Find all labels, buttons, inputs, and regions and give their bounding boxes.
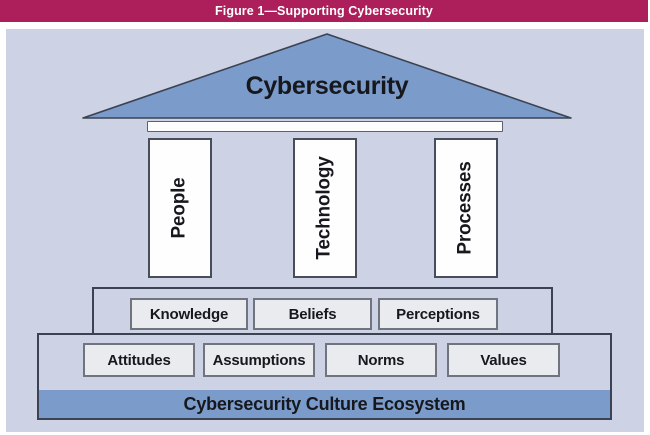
- pillar-technology-label: Technology: [314, 156, 335, 260]
- pillar-people-label: People: [169, 177, 191, 239]
- concept-box-beliefs: Beliefs: [253, 298, 372, 330]
- ecosystem-bar: Cybersecurity Culture Ecosystem: [39, 390, 610, 418]
- concept-box-knowledge: Knowledge: [130, 298, 248, 330]
- concept-box-values: Values: [447, 343, 560, 377]
- figure-caption-bar: Figure 1—Supporting Cybersecurity: [0, 0, 648, 22]
- roof-triangle: [82, 33, 572, 119]
- concept-box-norms: Norms: [325, 343, 437, 377]
- concept-box-perceptions: Perceptions: [378, 298, 498, 330]
- pillar-technology: Technology: [293, 138, 357, 278]
- concept-box-assumptions: Assumptions: [203, 343, 315, 377]
- concept-box-attitudes: Attitudes: [83, 343, 195, 377]
- roof-label: Cybersecurity: [245, 72, 409, 100]
- figure-caption-text: Figure 1—Supporting Cybersecurity: [215, 4, 433, 18]
- temple-diagram: Cybersecurity People Technology Processe…: [6, 29, 644, 432]
- pillar-people: People: [148, 138, 212, 278]
- lintel-beam: [147, 121, 503, 132]
- ecosystem-bar-label: Cybersecurity Culture Ecosystem: [183, 393, 466, 414]
- pillar-processes: Processes: [434, 138, 498, 278]
- pillar-processes-label: Processes: [455, 161, 476, 255]
